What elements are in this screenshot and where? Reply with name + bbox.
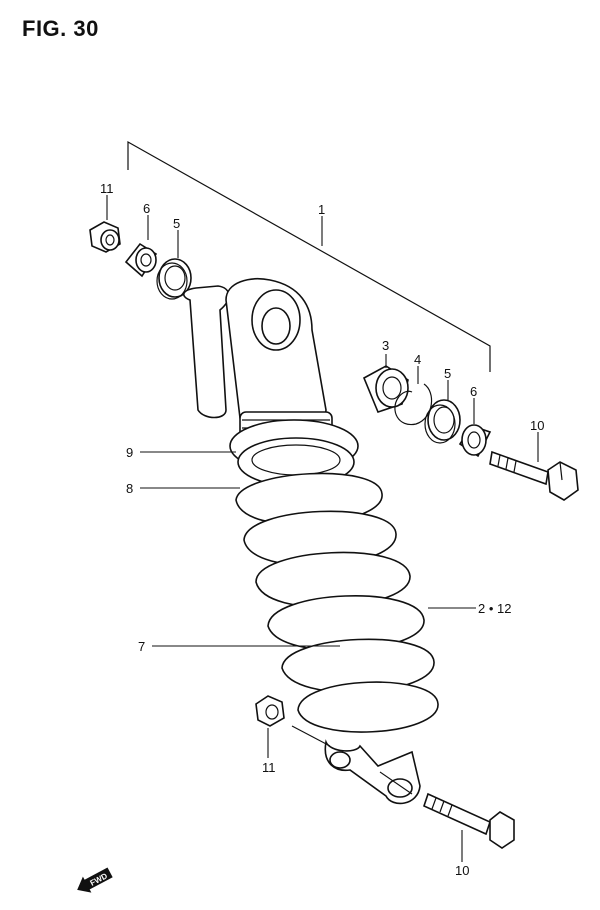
callout-5-top: 5 [173,216,180,231]
leader-lines [106,195,539,862]
collar-right [458,424,492,458]
callout-7: 7 [138,639,145,654]
shock-absorber [183,278,439,805]
arrow-left-icon [77,867,113,893]
assembly-bracket [127,140,491,372]
callout-9: 9 [126,445,133,460]
callout-4: 4 [414,352,421,367]
callout-1: 1 [318,202,325,217]
seal-top [156,258,192,300]
callout-2-12: 2 • 12 [478,601,511,616]
nut-bottom [255,695,285,727]
collar-top [124,242,158,278]
bolt-bottom [423,792,515,849]
callout-8: 8 [126,481,133,496]
fwd-direction-marker: FWD [77,867,113,893]
bearing [362,365,409,413]
figure-title: FIG. 30 [22,16,99,41]
callout-5-right: 5 [444,366,451,381]
callout-labels: 1 2 • 12 3 4 5 5 6 6 7 8 9 10 10 11 11 [100,181,544,878]
callout-6-right: 6 [470,384,477,399]
callout-6-top: 6 [143,201,150,216]
seal-right [424,399,461,444]
nut-top [89,221,121,253]
circlip [394,383,433,426]
callout-10-bottom: 10 [455,863,469,878]
callout-3: 3 [382,338,389,353]
callout-11-bottom: 11 [262,760,276,775]
callout-11-top: 11 [100,181,114,196]
callout-10-top: 10 [530,418,544,433]
bolt-top [489,450,579,501]
